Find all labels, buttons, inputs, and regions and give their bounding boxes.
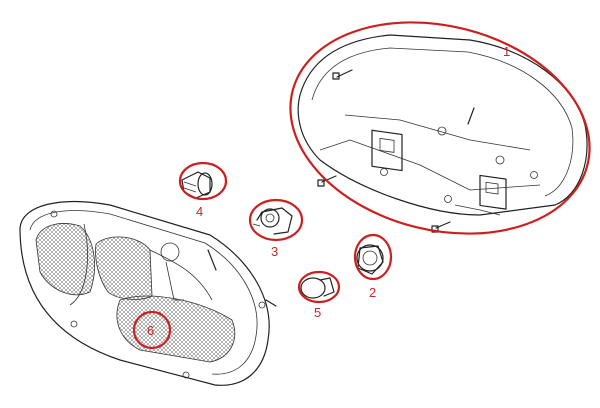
callout-4: 4 xyxy=(196,204,203,219)
screw-icon xyxy=(317,175,337,187)
highlight-ring-3 xyxy=(248,198,304,242)
callout-5: 5 xyxy=(314,305,321,320)
highlight-ring-6 xyxy=(132,310,172,350)
housing-cover xyxy=(297,34,588,233)
bulb-socket-3 xyxy=(252,207,293,235)
highlight-ring-4 xyxy=(178,161,228,201)
callout-3: 3 xyxy=(271,244,278,259)
callout-2: 2 xyxy=(369,285,376,300)
callout-1: 1 xyxy=(503,44,510,59)
highlight-ring-5 xyxy=(297,270,341,304)
small-bulb-5 xyxy=(300,277,335,299)
screw-icon xyxy=(467,107,475,125)
highlight-ring-2 xyxy=(353,233,393,281)
lens-housing-6 xyxy=(19,200,277,386)
highlight-ring-1 xyxy=(289,21,591,235)
screw-icon xyxy=(332,69,353,80)
twist-socket-2 xyxy=(356,244,384,275)
callout-6: 6 xyxy=(147,323,154,338)
